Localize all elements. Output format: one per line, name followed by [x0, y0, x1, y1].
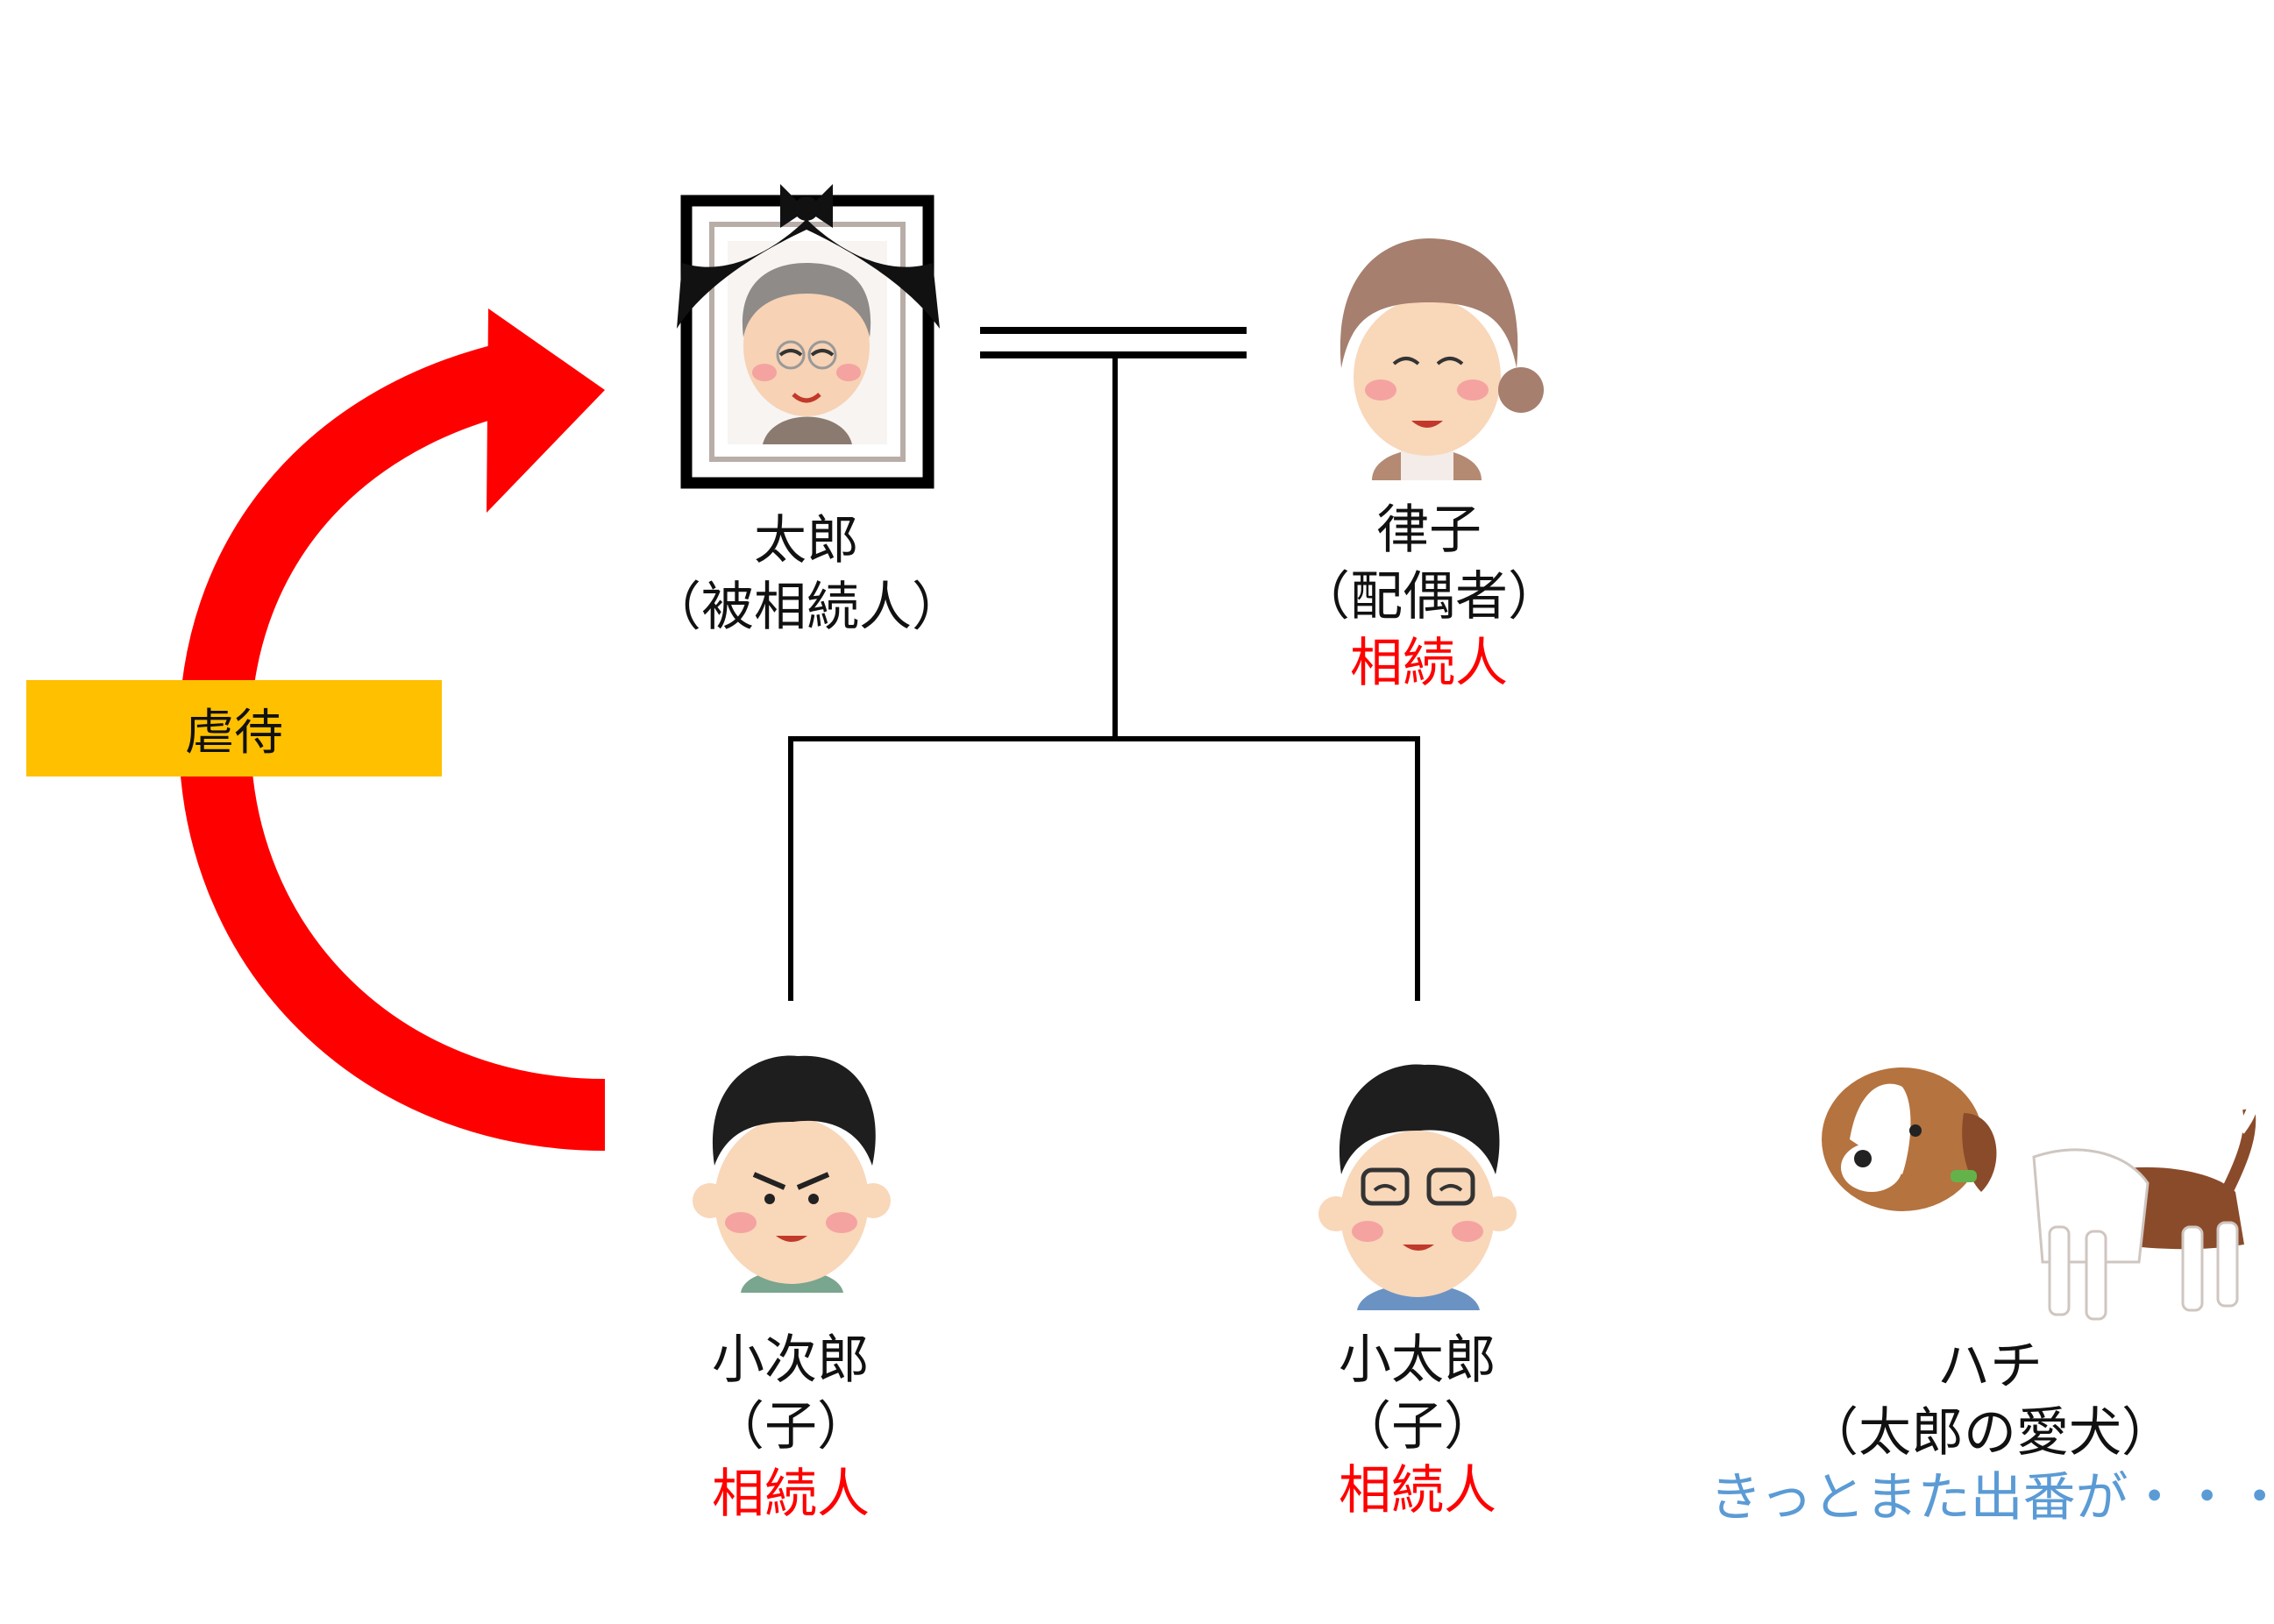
memorial-portrait-icon	[677, 184, 940, 489]
child1-name: 小次郎	[712, 1330, 870, 1391]
deceased-name: 太郎	[754, 510, 859, 571]
abuse-label: 虐待	[26, 680, 442, 777]
child2-role: （子）	[1339, 1396, 1496, 1457]
children-connector	[788, 355, 1420, 1001]
deceased-role: （被相続人）	[649, 577, 964, 638]
dog-name: ハチ	[1937, 1336, 2043, 1397]
marriage-line	[980, 327, 1247, 358]
angry-young-man-icon	[693, 1055, 891, 1293]
elderly-woman-icon	[1340, 238, 1544, 480]
dog-note: きっとまた出番が・・・	[1709, 1467, 2274, 1528]
spouse-role: （配偶者）	[1297, 566, 1560, 628]
spouse-name: 律子	[1376, 500, 1482, 561]
child1-role: （子）	[712, 1396, 870, 1457]
beagle-dog-icon	[1822, 1067, 2258, 1321]
child2-status: 相続人	[1339, 1460, 1496, 1521]
child2-name: 小太郎	[1339, 1330, 1496, 1391]
spouse-status: 相続人	[1350, 633, 1508, 694]
dog-role: （太郎の愛犬）	[1806, 1402, 2174, 1464]
smiling-young-man-glasses-icon	[1318, 1064, 1517, 1310]
child1-status: 相続人	[712, 1464, 870, 1525]
